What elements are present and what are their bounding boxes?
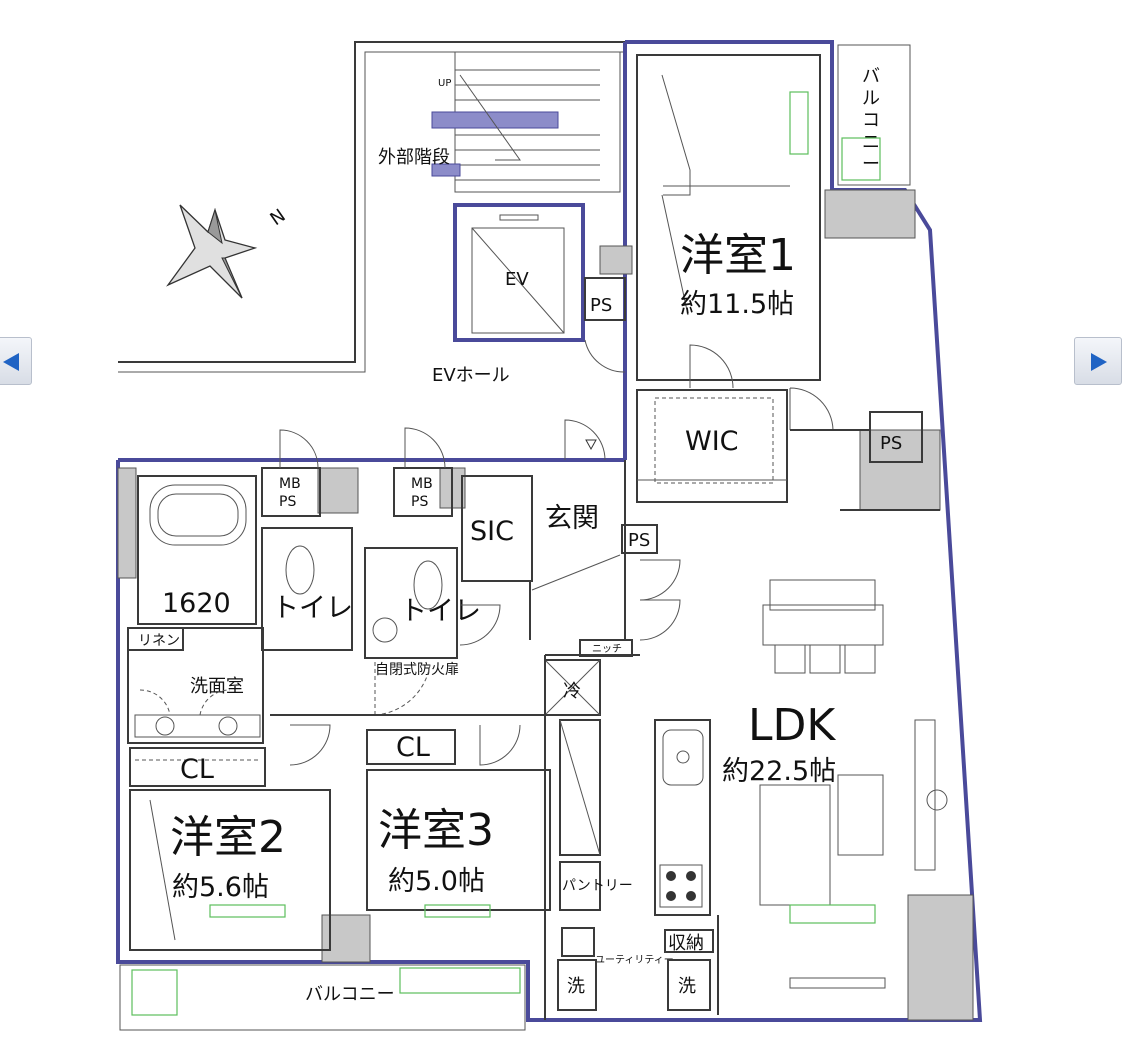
triangle-right-icon (1091, 353, 1107, 371)
mbps-1-top: MB (279, 476, 301, 492)
wash-1-label: 洗 (567, 976, 585, 997)
wash-2-label: 洗 (678, 976, 696, 997)
closet-1-label: CL (180, 754, 214, 785)
ldk-name: LDK (748, 700, 836, 751)
previous-image-button[interactable] (0, 337, 32, 385)
north-label: N (266, 205, 289, 230)
ps-1-label: PS (590, 295, 612, 316)
western-room-3-size: 約5.0帖 (388, 866, 485, 897)
niche-label: ニッチ (592, 643, 622, 655)
entrance-label: 玄関 (545, 503, 599, 534)
walk-in-closet (636, 344, 834, 503)
closet-2-label: CL (396, 732, 430, 763)
stairs-up-label: UP (438, 78, 451, 89)
ldk-size: 約22.5帖 (722, 756, 836, 787)
stairs-label: 外部階段 (378, 147, 450, 168)
western-room-1-size: 約11.5帖 (680, 289, 794, 320)
next-image-button[interactable] (1074, 337, 1122, 385)
balcony-bottom-label: バルコニー (305, 984, 395, 1005)
western-room-2-name: 洋室2 (170, 812, 286, 863)
western-room-3-name: 洋室3 (378, 805, 494, 856)
mbps-1-bottom: PS (279, 494, 296, 510)
mbps-2-bottom: PS (411, 494, 428, 510)
washroom-label: 洗面室 (190, 676, 244, 697)
toilet-1 (261, 527, 353, 651)
balcony-top-label: バルコニー (862, 66, 880, 175)
dining-table (762, 579, 884, 674)
toilet-2-label: トイレ (400, 596, 481, 627)
compass-rose-icon (166, 204, 258, 299)
ev-label: EV (505, 269, 529, 290)
wic-label: WIC (685, 426, 739, 457)
western-room-2 (129, 724, 331, 951)
ev-hall-label: EVホール (432, 365, 510, 386)
western-room-2-size: 約5.6帖 (172, 872, 269, 903)
fire-door-label: 自閉式防火扉 (375, 662, 459, 678)
pantry-label: パントリー (562, 878, 633, 894)
western-room-1 (636, 54, 821, 381)
kitchen-counter (654, 719, 711, 916)
western-room-3 (366, 769, 551, 911)
toilet-2 (364, 547, 458, 659)
storage-label: 収納 (668, 933, 704, 954)
common-area-outline (118, 41, 625, 363)
mbps-2-top: MB (411, 476, 433, 492)
ps-3-label: PS (628, 530, 650, 551)
outer-wall-top (625, 40, 834, 62)
western-room-1-name: 洋室1 (680, 230, 796, 281)
linen-label: リネン (138, 633, 180, 649)
bath-size-label: 1620 (162, 588, 231, 619)
elevator (453, 203, 585, 342)
fridge-label: 冷 (563, 681, 581, 702)
bathroom (137, 475, 257, 625)
ps-2-label: PS (880, 433, 902, 454)
sic-label: SIC (470, 516, 514, 547)
external-stairs (431, 51, 621, 193)
sofa (759, 774, 884, 906)
utility-label: ユーティリティー (595, 955, 674, 966)
triangle-left-icon (3, 353, 19, 371)
toilet-1-label: トイレ (272, 593, 353, 624)
